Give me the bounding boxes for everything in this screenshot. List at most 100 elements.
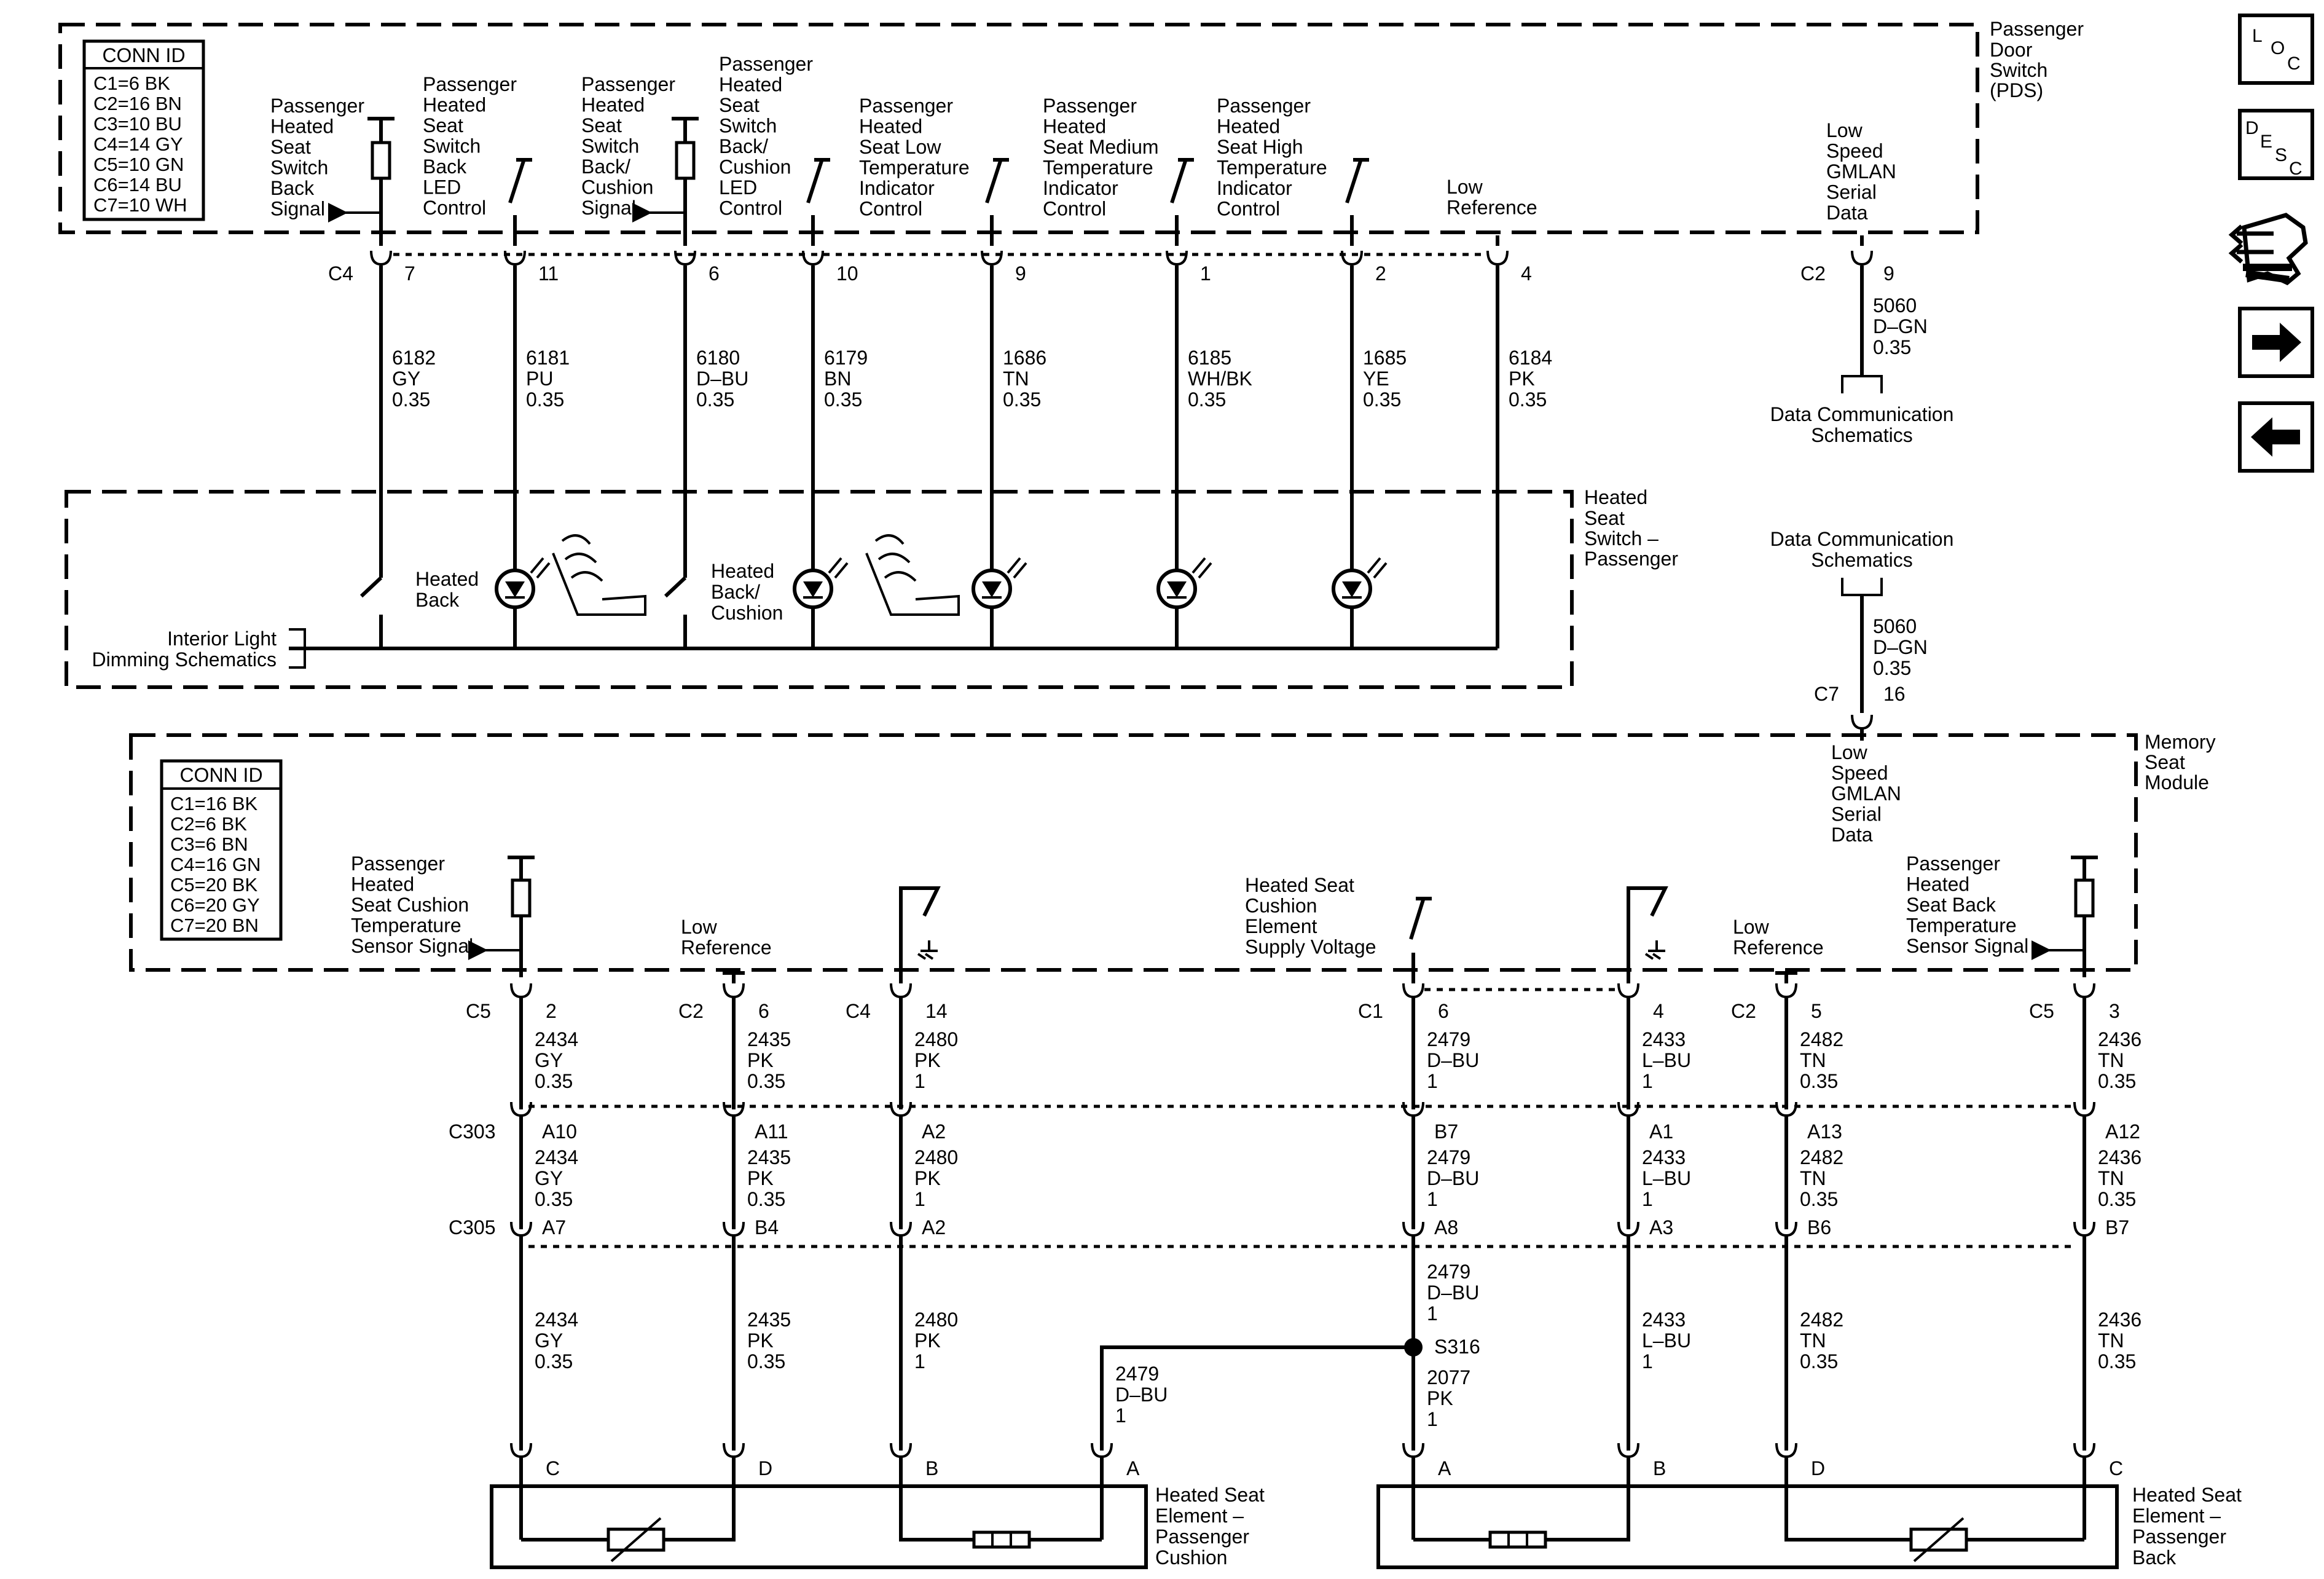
msm-wire-label-2-line: PK	[914, 1167, 941, 1189]
previous-page-button[interactable]	[2238, 401, 2314, 473]
msm-wire-label-3-line: 0.35	[535, 1350, 573, 1372]
pds-signal-label-5-line: Heated	[859, 116, 922, 138]
pds-lan-label-line: GMLAN	[1826, 160, 1896, 183]
svg-text:C: C	[2287, 53, 2301, 74]
msm-wire-label-3-line: 0.35	[747, 1350, 785, 1372]
c303-pin: B7	[1434, 1120, 1458, 1143]
lan-top-conn: C2	[1800, 262, 1826, 285]
msm-wire-label-1-line: L–BU	[1642, 1049, 1691, 1071]
lan-mid-pin: 16	[1883, 683, 1906, 705]
cushion-element-label-line: Passenger	[1155, 1526, 1249, 1548]
svg-text:Passenger: Passenger	[1990, 18, 2084, 40]
switch-contact	[985, 160, 1002, 203]
element-terminal-letter: A	[1126, 1457, 1140, 1479]
element-terminal-letter: B	[925, 1457, 938, 1479]
lan-top-wire-label-line: 0.35	[1873, 336, 1911, 358]
pds-wire-label-line: PK	[1509, 368, 1535, 390]
msm-pin-number: 3	[2109, 1000, 2120, 1022]
msm-conn-id: C4	[846, 1000, 871, 1022]
pds-signal-label-2-line: Control	[423, 197, 486, 219]
pds-signal-label-2-line: LED	[423, 176, 461, 199]
svg-text:O: O	[2271, 38, 2285, 58]
msm-wire-label-3-line: TN	[2098, 1329, 2124, 1352]
indicator-led-icon	[1156, 557, 1212, 609]
pds-signal-label-5-line: Indicator	[859, 177, 935, 199]
element-terminal-letter: C	[546, 1457, 560, 1479]
pds-signal-label-6-line: Temperature	[1043, 157, 1153, 179]
desc-button[interactable]: D E S C	[2238, 109, 2314, 180]
msm-wire-label-1-line: 0.35	[535, 1070, 573, 1092]
ground-icon	[917, 940, 938, 960]
msm-pin-number: 14	[925, 1000, 948, 1022]
cushion-heater	[972, 1530, 1031, 1549]
hss-heated-back-cushion-label-line: Heated	[711, 560, 774, 582]
msm-pin-number: 6	[1438, 1000, 1449, 1022]
c305-pin: A2	[922, 1216, 946, 1238]
pds-signal-label-1-line: Heated	[270, 116, 334, 138]
msm-wire-label-2-line: TN	[1800, 1167, 1826, 1189]
pds-signal-label-5-line: Control	[859, 198, 922, 220]
c303-pin: A12	[2105, 1120, 2140, 1143]
msm-wire-label-1-line: 2433	[1642, 1028, 1686, 1050]
switch-contact	[1345, 160, 1362, 203]
pds-wire-label-line: 1685	[1363, 347, 1407, 369]
msm-connector-terminal	[890, 983, 912, 999]
msm-conn-id-item: C5=20 BK	[170, 874, 258, 896]
msm-cushion-temp-label-line: Heated	[351, 873, 414, 896]
msm-wire-label-2-line: D–BU	[1427, 1167, 1479, 1189]
msm-cushion-temp-label-line: Seat Cushion	[351, 894, 469, 916]
msm-cushion-temp-label-line: Passenger	[351, 853, 445, 875]
element-terminal-letter: D	[758, 1457, 772, 1479]
msm-wire-label-1-line: GY	[535, 1049, 563, 1071]
msm-low-ref-1-label-line: Reference	[681, 937, 772, 959]
heated-seat-switch-box	[65, 490, 1574, 689]
msm-wire-label-2-line: 0.35	[2098, 1188, 2136, 1210]
msm-conn-id-item: C7=20 BN	[170, 915, 259, 936]
switch-contact	[508, 160, 525, 203]
msm-wire-label-3-line: PK	[914, 1329, 941, 1352]
pds-signal-label-5-line: Passenger	[859, 95, 953, 117]
msm-wire-label-3-line: 1	[1642, 1350, 1653, 1372]
msm-back-temp-label-line: Passenger	[1906, 853, 2000, 875]
pds-signal-label-3-line: Heated	[581, 94, 645, 116]
pds-signal-label-2-line: Passenger	[423, 73, 517, 95]
pds-pin-number: 7	[404, 262, 415, 285]
pds-connector-id: C4	[328, 262, 353, 285]
next-page-button[interactable]	[2238, 307, 2314, 378]
msm-wire-label-2-line: GY	[535, 1167, 563, 1189]
svg-text:Switch: Switch	[1990, 59, 2047, 81]
msm-connector-terminal	[1775, 983, 1797, 999]
splice-upstream-label-line: 2479	[1427, 1261, 1470, 1283]
msm-connector-terminal	[1402, 983, 1424, 999]
loc-button[interactable]: L O C	[2238, 14, 2314, 85]
hss-heated-back-label-line: Back	[415, 589, 460, 611]
msm-wire-label-2-line: 2433	[1642, 1146, 1686, 1168]
pds-connector-terminal	[981, 250, 1003, 266]
cushion-element-label-line: Heated Seat	[1155, 1484, 1265, 1506]
msm-wire-label-2-line: 1	[914, 1188, 925, 1210]
pds-conn-id-item: C5=10 GN	[93, 154, 184, 175]
msm-connector-terminal	[723, 983, 745, 999]
msm-wire-label-3-line: 1	[914, 1350, 925, 1372]
msm-wire-label-3-line: GY	[535, 1329, 563, 1352]
svg-text:Memory: Memory	[2145, 731, 2216, 753]
splice-branch-wire	[1100, 1345, 1413, 1451]
splice-upstream-label-line: D–BU	[1427, 1282, 1479, 1304]
msm-connector-terminal	[2073, 983, 2095, 999]
pds-signal-label-1-line: Seat	[270, 136, 311, 158]
splice-upstream-label-line: 1	[1427, 1302, 1438, 1325]
connector-wrench-icon[interactable]	[2228, 213, 2308, 286]
lan-top-wire-label-line: 5060	[1873, 294, 1917, 317]
pds-wire-label-line: 6179	[824, 347, 868, 369]
c305-pin: B6	[1807, 1216, 1831, 1238]
